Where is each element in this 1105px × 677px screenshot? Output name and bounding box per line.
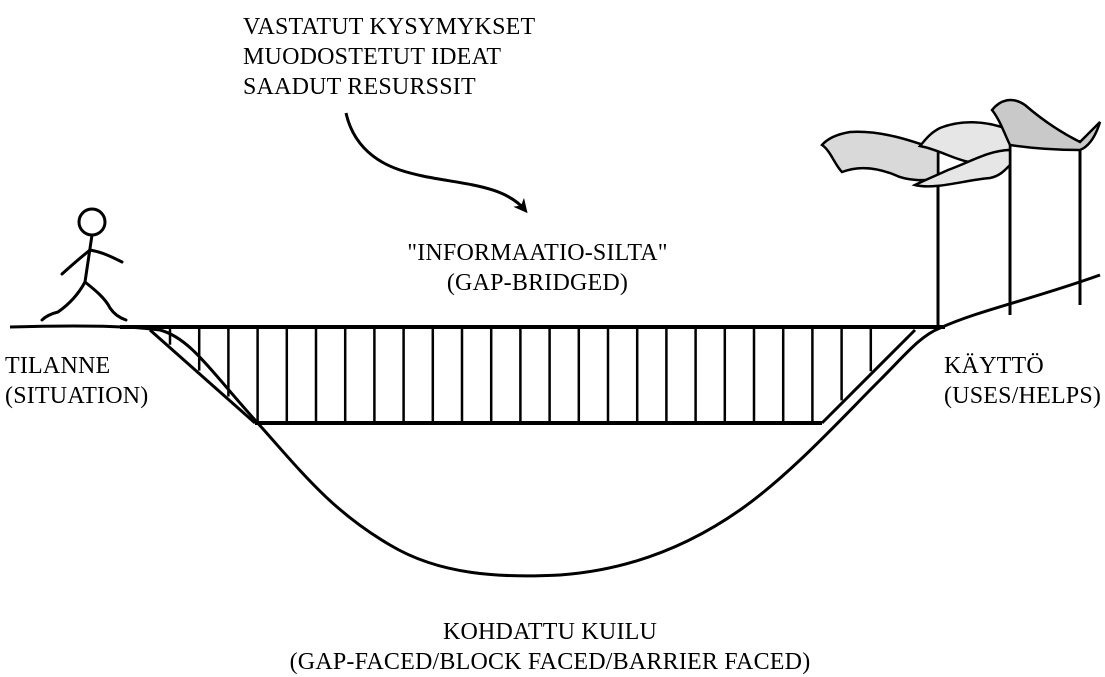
situation-line2: (SITUATION)	[5, 383, 149, 409]
gap-line2: (GAP-FACED/BLOCK FACED/BARRIER FACED)	[289, 649, 811, 675]
situation-line1: TILANNE	[5, 353, 111, 379]
stick-figure-icon	[40, 207, 128, 322]
top-note-line: VASTATUT KYSYMYKSET	[243, 14, 536, 40]
top-note-line: SAADUT RESURSSIT	[243, 74, 476, 100]
top-note-line: MUODOSTETUT IDEAT	[243, 44, 502, 70]
gap-label: KOHDATTU KUILU (GAP-FACED/BLOCK FACED/BA…	[250, 617, 850, 677]
use-line2: (USES/HELPS)	[944, 383, 1102, 409]
gap-line1: KOHDATTU KUILU	[442, 619, 658, 645]
flag-icon	[820, 98, 1102, 328]
bridge-label-line2: (GAP-BRIDGED)	[446, 270, 629, 296]
situation-label: TILANNE (SITUATION)	[5, 351, 149, 411]
bridge-label-line1: "INFORMAATIO-SILTA"	[407, 240, 668, 266]
bridge-label: "INFORMAATIO-SILTA" (GAP-BRIDGED)	[380, 238, 695, 298]
top-note: VASTATUT KYSYMYKSET MUODOSTETUT IDEAT SA…	[243, 12, 535, 102]
bridge-posts	[168, 327, 873, 423]
curved-arrow-icon	[344, 112, 528, 214]
use-line1: KÄYTTÖ	[944, 353, 1044, 379]
ground-left-and-valley	[9, 273, 1101, 578]
use-label: KÄYTTÖ (USES/HELPS)	[944, 351, 1101, 411]
bridge	[120, 325, 945, 425]
